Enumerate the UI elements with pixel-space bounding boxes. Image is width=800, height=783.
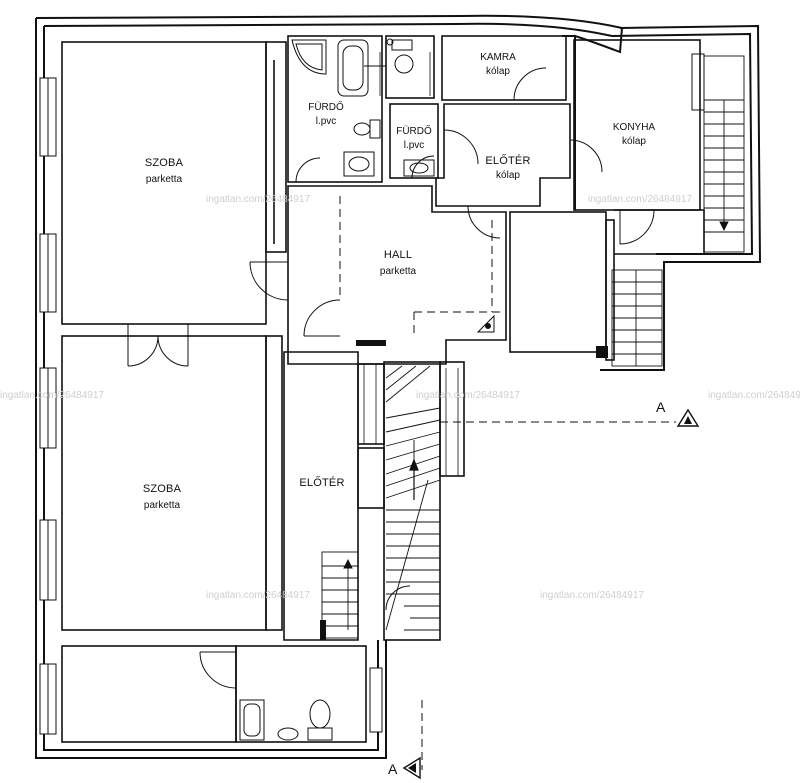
- doors: [127, 65, 655, 689]
- room-kamra-name: KAMRA: [480, 52, 516, 63]
- sanitary-fixtures: [239, 38, 435, 741]
- corridor-frames: [363, 52, 459, 476]
- room-furdo-2-name: FÜRDŐ: [396, 123, 432, 137]
- room-szoba-1-name: SZOBA: [145, 157, 184, 169]
- room-konyha-floor: kólap: [622, 136, 646, 147]
- wall-fills: [320, 340, 608, 640]
- room-hall-floor: parketta: [380, 266, 417, 277]
- staircase-main: [385, 365, 441, 631]
- staircase-right: [611, 269, 663, 367]
- room-eloter-2-name: ELŐTÉR: [299, 475, 344, 489]
- stair-arrow-up: [409, 458, 419, 500]
- dashed-lines: [339, 196, 676, 770]
- watermark-1: ingatlan.com/26484917: [206, 194, 310, 205]
- section-marker-bottom: A: [388, 756, 421, 780]
- room-labels: SZOBA parketta SZOBA parketta FÜRDŐ l.pv…: [143, 52, 656, 511]
- room-hall-name: HALL: [384, 249, 412, 261]
- watermark-6: ingatlan.com/26484917: [206, 590, 310, 601]
- watermark-3: ingatlan.com/26484917: [0, 390, 104, 401]
- watermark-5: ingatlan.com/26484917: [708, 390, 800, 401]
- room-szoba-2-name: SZOBA: [143, 483, 182, 495]
- interior-walls: [61, 35, 705, 743]
- chimney-marker: [476, 314, 495, 333]
- staircase-small: [321, 551, 359, 639]
- room-furdo-2-floor: l.pvc: [404, 140, 425, 151]
- section-letter-right: A: [656, 399, 666, 415]
- watermarks: ingatlan.com/26484917 ingatlan.com/26484…: [0, 194, 800, 601]
- watermark-2: ingatlan.com/26484917: [588, 194, 692, 205]
- room-furdo-1-floor: l.pvc: [316, 116, 337, 127]
- left-windows: [39, 53, 705, 735]
- section-marker-right: A: [656, 399, 700, 427]
- room-szoba-2-floor: parketta: [144, 500, 181, 511]
- room-szoba-1-floor: parketta: [146, 174, 183, 185]
- staircase-kitchen: [703, 55, 745, 253]
- section-letter-bottom: A: [388, 761, 398, 777]
- watermark-7: ingatlan.com/26484917: [540, 590, 644, 601]
- room-eloter-1-floor: kólap: [496, 170, 520, 181]
- room-furdo-1-name: FÜRDŐ: [308, 99, 344, 113]
- room-konyha-name: KONYHA: [613, 122, 656, 133]
- room-kamra-floor: kólap: [486, 66, 510, 77]
- watermark-4: ingatlan.com/26484917: [416, 390, 520, 401]
- room-eloter-1-name: ELŐTÉR: [485, 153, 530, 167]
